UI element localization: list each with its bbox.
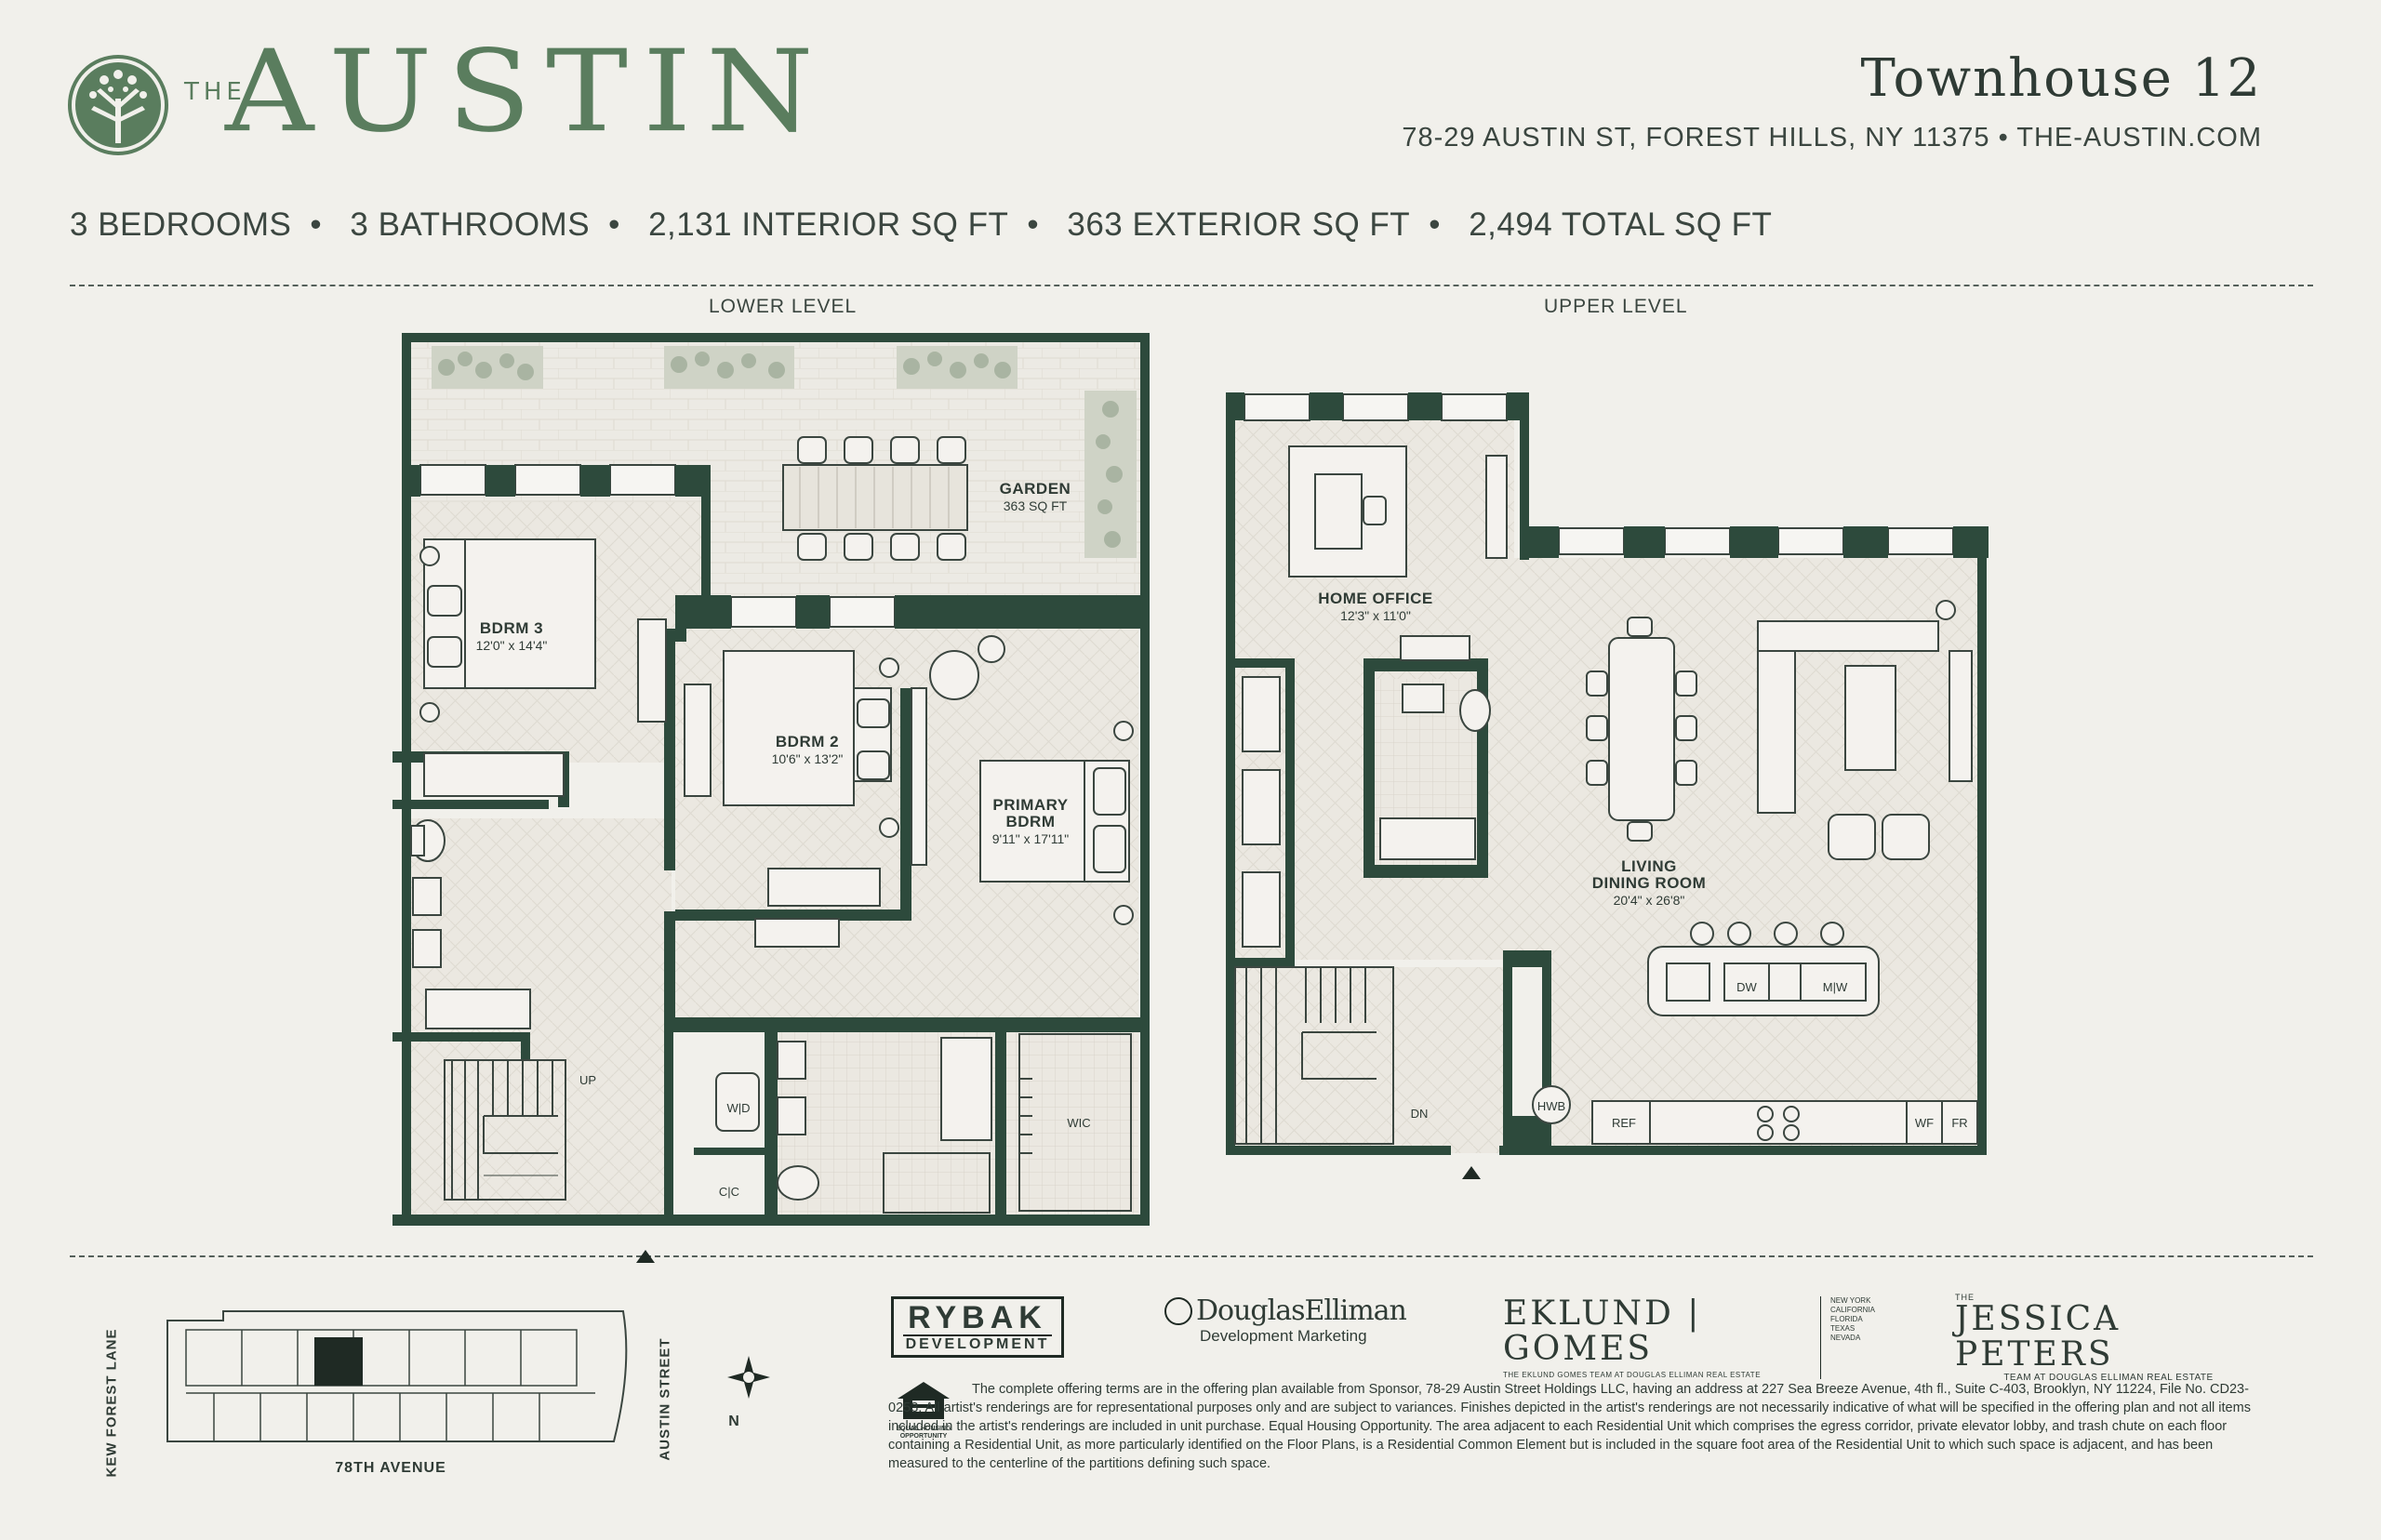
- stair-up-label: UP: [579, 1073, 597, 1087]
- primary-dim: 9'11" x 17'11": [991, 831, 1070, 846]
- eg-state-3: FLORIDA: [1829, 1315, 1863, 1323]
- primary-label-2: BDRM: [1005, 813, 1056, 830]
- brand-name: AUSTIN: [225, 25, 829, 158]
- jp-name: JESSICA PETERS: [1955, 1300, 2122, 1374]
- microwave-label: M|W: [1822, 980, 1848, 994]
- unit-location-marker: [314, 1337, 363, 1386]
- primary-label-1: PRIMARY: [992, 796, 1069, 814]
- compass-icon: [727, 1356, 770, 1399]
- unit-title: Townhouse 12: [1860, 48, 2262, 109]
- unit-stats: 3 BEDROOMS• 3 BATHROOMS• 2,131 INTERIOR …: [70, 206, 1773, 243]
- stat-total: 2,494 TOTAL SQ FT: [1469, 206, 1773, 243]
- lower-level-label: LOWER LEVEL: [709, 296, 858, 317]
- jp-prefix: THE: [1955, 1293, 1975, 1302]
- upper-walls: [1226, 392, 1989, 1155]
- legal-disclaimer: The complete offering terms are in the o…: [888, 1382, 2251, 1471]
- rybak-logo: RYBAK DEVELOPMENT: [891, 1296, 1064, 1358]
- living-dim: 20'4" x 26'8": [1613, 893, 1685, 908]
- keyplan-east-label: AUSTIN STREET: [657, 1337, 673, 1461]
- bdrm2-dim: 10'6" x 13'2": [771, 751, 844, 766]
- coat-closet-label: C|C: [718, 1185, 740, 1199]
- stair-down-label: DN: [1410, 1107, 1429, 1121]
- jessica-peters-logo: THE JESSICA PETERS TEAM AT DOUGLAS ELLIM…: [1955, 1293, 2271, 1383]
- brand-prefix: THE: [184, 78, 246, 106]
- wic-label: WIC: [1067, 1116, 1091, 1130]
- living-label-1: LIVING: [1621, 857, 1677, 875]
- fr-label: FR: [1951, 1116, 1968, 1130]
- office-dim: 12'3" x 11'0": [1340, 608, 1411, 623]
- keyplan-west-label: KEW FOREST LANE: [103, 1328, 120, 1478]
- ref-label: REF: [1612, 1116, 1636, 1130]
- stat-bathrooms: 3 BATHROOMS: [350, 206, 591, 243]
- tree-icon: [68, 55, 168, 155]
- bdrm2-label: BDRM 2: [775, 733, 840, 750]
- de-sub: Development Marketing: [1200, 1327, 1367, 1345]
- garden-dim: 363 SQ FT: [1003, 498, 1068, 513]
- bottom-divider: [70, 1255, 2313, 1257]
- compass-north-label: N: [728, 1414, 739, 1429]
- house-icon: [898, 1382, 950, 1419]
- upper-level-label: UPPER LEVEL: [1544, 296, 1688, 317]
- eg-name: EKLUND | GOMES: [1503, 1294, 1702, 1368]
- stat-bedrooms: 3 BEDROOMS: [70, 206, 292, 243]
- de-emblem-icon: [1164, 1296, 1192, 1325]
- hwb-label: HWB: [1536, 1099, 1566, 1113]
- stat-interior: 2,131 INTERIOR SQ FT: [648, 206, 1009, 243]
- eg-state-4: TEXAS: [1829, 1324, 1856, 1333]
- garden-label: GARDEN: [999, 480, 1071, 498]
- jp-sub: TEAM AT DOUGLAS ELLIMAN REAL ESTATE: [2003, 1373, 2214, 1383]
- office-label: HOME OFFICE: [1318, 590, 1433, 607]
- eg-state-1: NEW YORK: [1829, 1296, 1871, 1305]
- eho-text: EQUAL HOUSING OPPORTUNITY: [896, 1426, 951, 1440]
- bdrm3-dim: 12'0" x 14'4": [475, 638, 548, 653]
- key-plan: [166, 1310, 628, 1442]
- washer-dryer-label: W|D: [726, 1101, 751, 1115]
- rybak-name: RYBAK: [908, 1300, 1047, 1335]
- eg-sub: THE EKLUND GOMES TEAM AT DOUGLAS ELLIMAN…: [1503, 1371, 1762, 1379]
- wf-label: WF: [1914, 1116, 1935, 1130]
- lower-walls: [392, 333, 1150, 1226]
- rybak-sub: DEVELOPMENT: [903, 1334, 1052, 1353]
- living-label-2: DINING ROOM: [1591, 874, 1707, 892]
- eg-state-2: CALIFORNIA: [1829, 1306, 1875, 1314]
- dishwasher-label: DW: [1736, 980, 1757, 994]
- douglas-elliman-logo: DouglasElliman Development Marketing: [1164, 1294, 1407, 1346]
- logo-emblem: [67, 54, 169, 156]
- unit-address: 78-29 AUSTIN ST, FOREST HILLS, NY 11375 …: [1402, 123, 2262, 153]
- stat-exterior: 363 EXTERIOR SQ FT: [1067, 206, 1411, 243]
- equal-housing-logo: EQUAL HOUSING OPPORTUNITY: [891, 1380, 956, 1440]
- eg-state-5: NEVADA: [1829, 1334, 1861, 1342]
- de-name: DouglasElliman: [1196, 1294, 1407, 1327]
- eklund-gomes-logo: EKLUND | GOMES THE EKLUND GOMES TEAM AT …: [1503, 1296, 1875, 1379]
- bdrm3-label: BDRM 3: [479, 619, 544, 637]
- top-divider: [70, 285, 2313, 286]
- keyplan-south-label: 78TH AVENUE: [335, 1460, 446, 1476]
